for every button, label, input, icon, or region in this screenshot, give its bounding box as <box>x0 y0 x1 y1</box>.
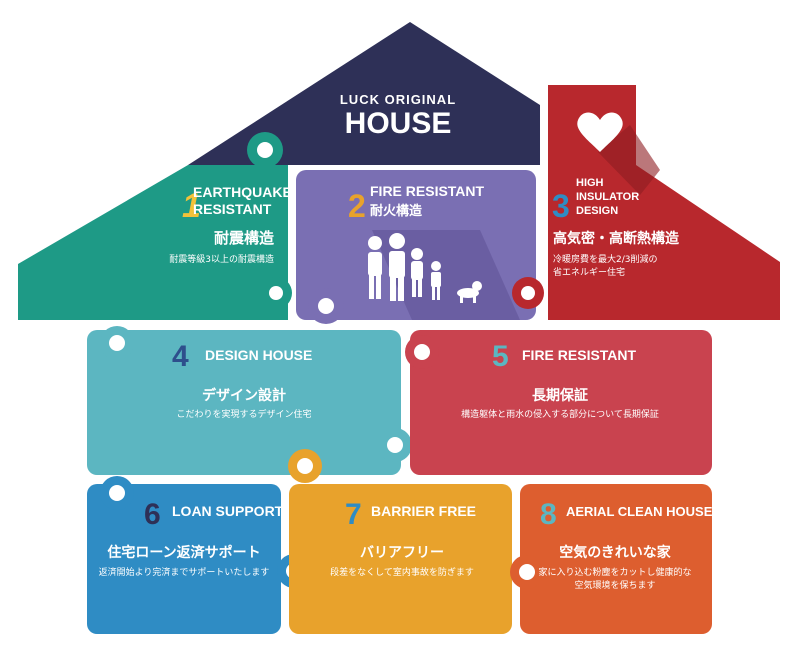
heart-icon <box>577 112 660 195</box>
piece-8-title-jp: 空気のきれいな家 <box>559 544 672 561</box>
piece-4-desc: こだわりを実現するデザイン住宅 <box>176 408 311 420</box>
piece-1-desc: 耐震等級3以上の耐震構造 <box>169 253 274 265</box>
piece-5-title-en: FIRE RESISTANT <box>522 347 637 363</box>
piece-7-number: 7 <box>345 498 362 531</box>
title-line1: LUCK ORIGINAL <box>340 92 456 107</box>
piece-3-title-jp: 高気密・高断熱構造 <box>553 230 679 247</box>
piece-8-title-en: AERIAL CLEAN HOUSE <box>566 504 713 519</box>
title-line2: HOUSE <box>345 107 452 140</box>
piece-3-title-en-1: HIGH <box>576 177 604 189</box>
roof-shape <box>188 22 540 165</box>
piece-7-title-en: BARRIER FREE <box>371 503 476 519</box>
piece-7-title-jp: バリアフリー <box>360 545 444 561</box>
piece-1-number: 1 <box>182 187 201 225</box>
piece-6-title-en: LOAN SUPPORT <box>172 503 284 519</box>
piece-loan-support <box>87 484 281 634</box>
piece-8-desc-2: 空気環境を保ちます <box>574 579 655 591</box>
piece-8-desc-1: 家に入り込む粉塵をカットし健康的な <box>538 566 691 578</box>
piece-4-title-en: DESIGN HOUSE <box>205 347 312 363</box>
piece-3-desc-1: 冷暖房費を最大2/3削減の <box>553 253 658 265</box>
piece-8-number: 8 <box>540 498 557 531</box>
piece-2-number: 2 <box>348 188 366 224</box>
piece-4-title-jp: デザイン設計 <box>202 387 286 404</box>
piece-5-number: 5 <box>492 340 509 373</box>
piece-1-title-en-1: EARTHQUAKE <box>193 184 292 200</box>
piece-1-title-jp: 耐震構造 <box>214 229 274 247</box>
piece-5-desc: 構造躯体と雨水の侵入する部分について長期保証 <box>461 408 659 420</box>
piece-3-title-en-3: DESIGN <box>576 205 618 217</box>
family-icon <box>368 230 520 320</box>
piece-6-number: 6 <box>144 498 161 531</box>
piece-barrier-free <box>289 484 512 634</box>
piece-6-desc: 返済開始より完済までサポートいたします <box>99 566 270 578</box>
piece-2-title-en: FIRE RESISTANT <box>370 183 485 199</box>
piece-3-title-en-2: INSULATOR <box>576 191 639 203</box>
piece-earthquake <box>18 165 288 320</box>
piece-4-number: 4 <box>172 340 189 373</box>
piece-7-desc: 段差をなくして室内事故を防ぎます <box>330 566 474 578</box>
piece-5-title-jp: 長期保証 <box>532 387 588 404</box>
piece-1-title-en-2: RESISTANT <box>193 201 272 217</box>
piece-fire-resistant-2 <box>410 330 712 475</box>
piece-3-desc-2: 省エネルギー住宅 <box>553 266 625 278</box>
piece-design-house <box>87 330 401 475</box>
piece-aerial-clean <box>520 484 712 634</box>
piece-2-title-jp: 耐火構造 <box>370 203 423 219</box>
piece-3-number: 3 <box>552 188 570 224</box>
piece-6-title-jp: 住宅ローン返済サポート <box>107 544 260 561</box>
